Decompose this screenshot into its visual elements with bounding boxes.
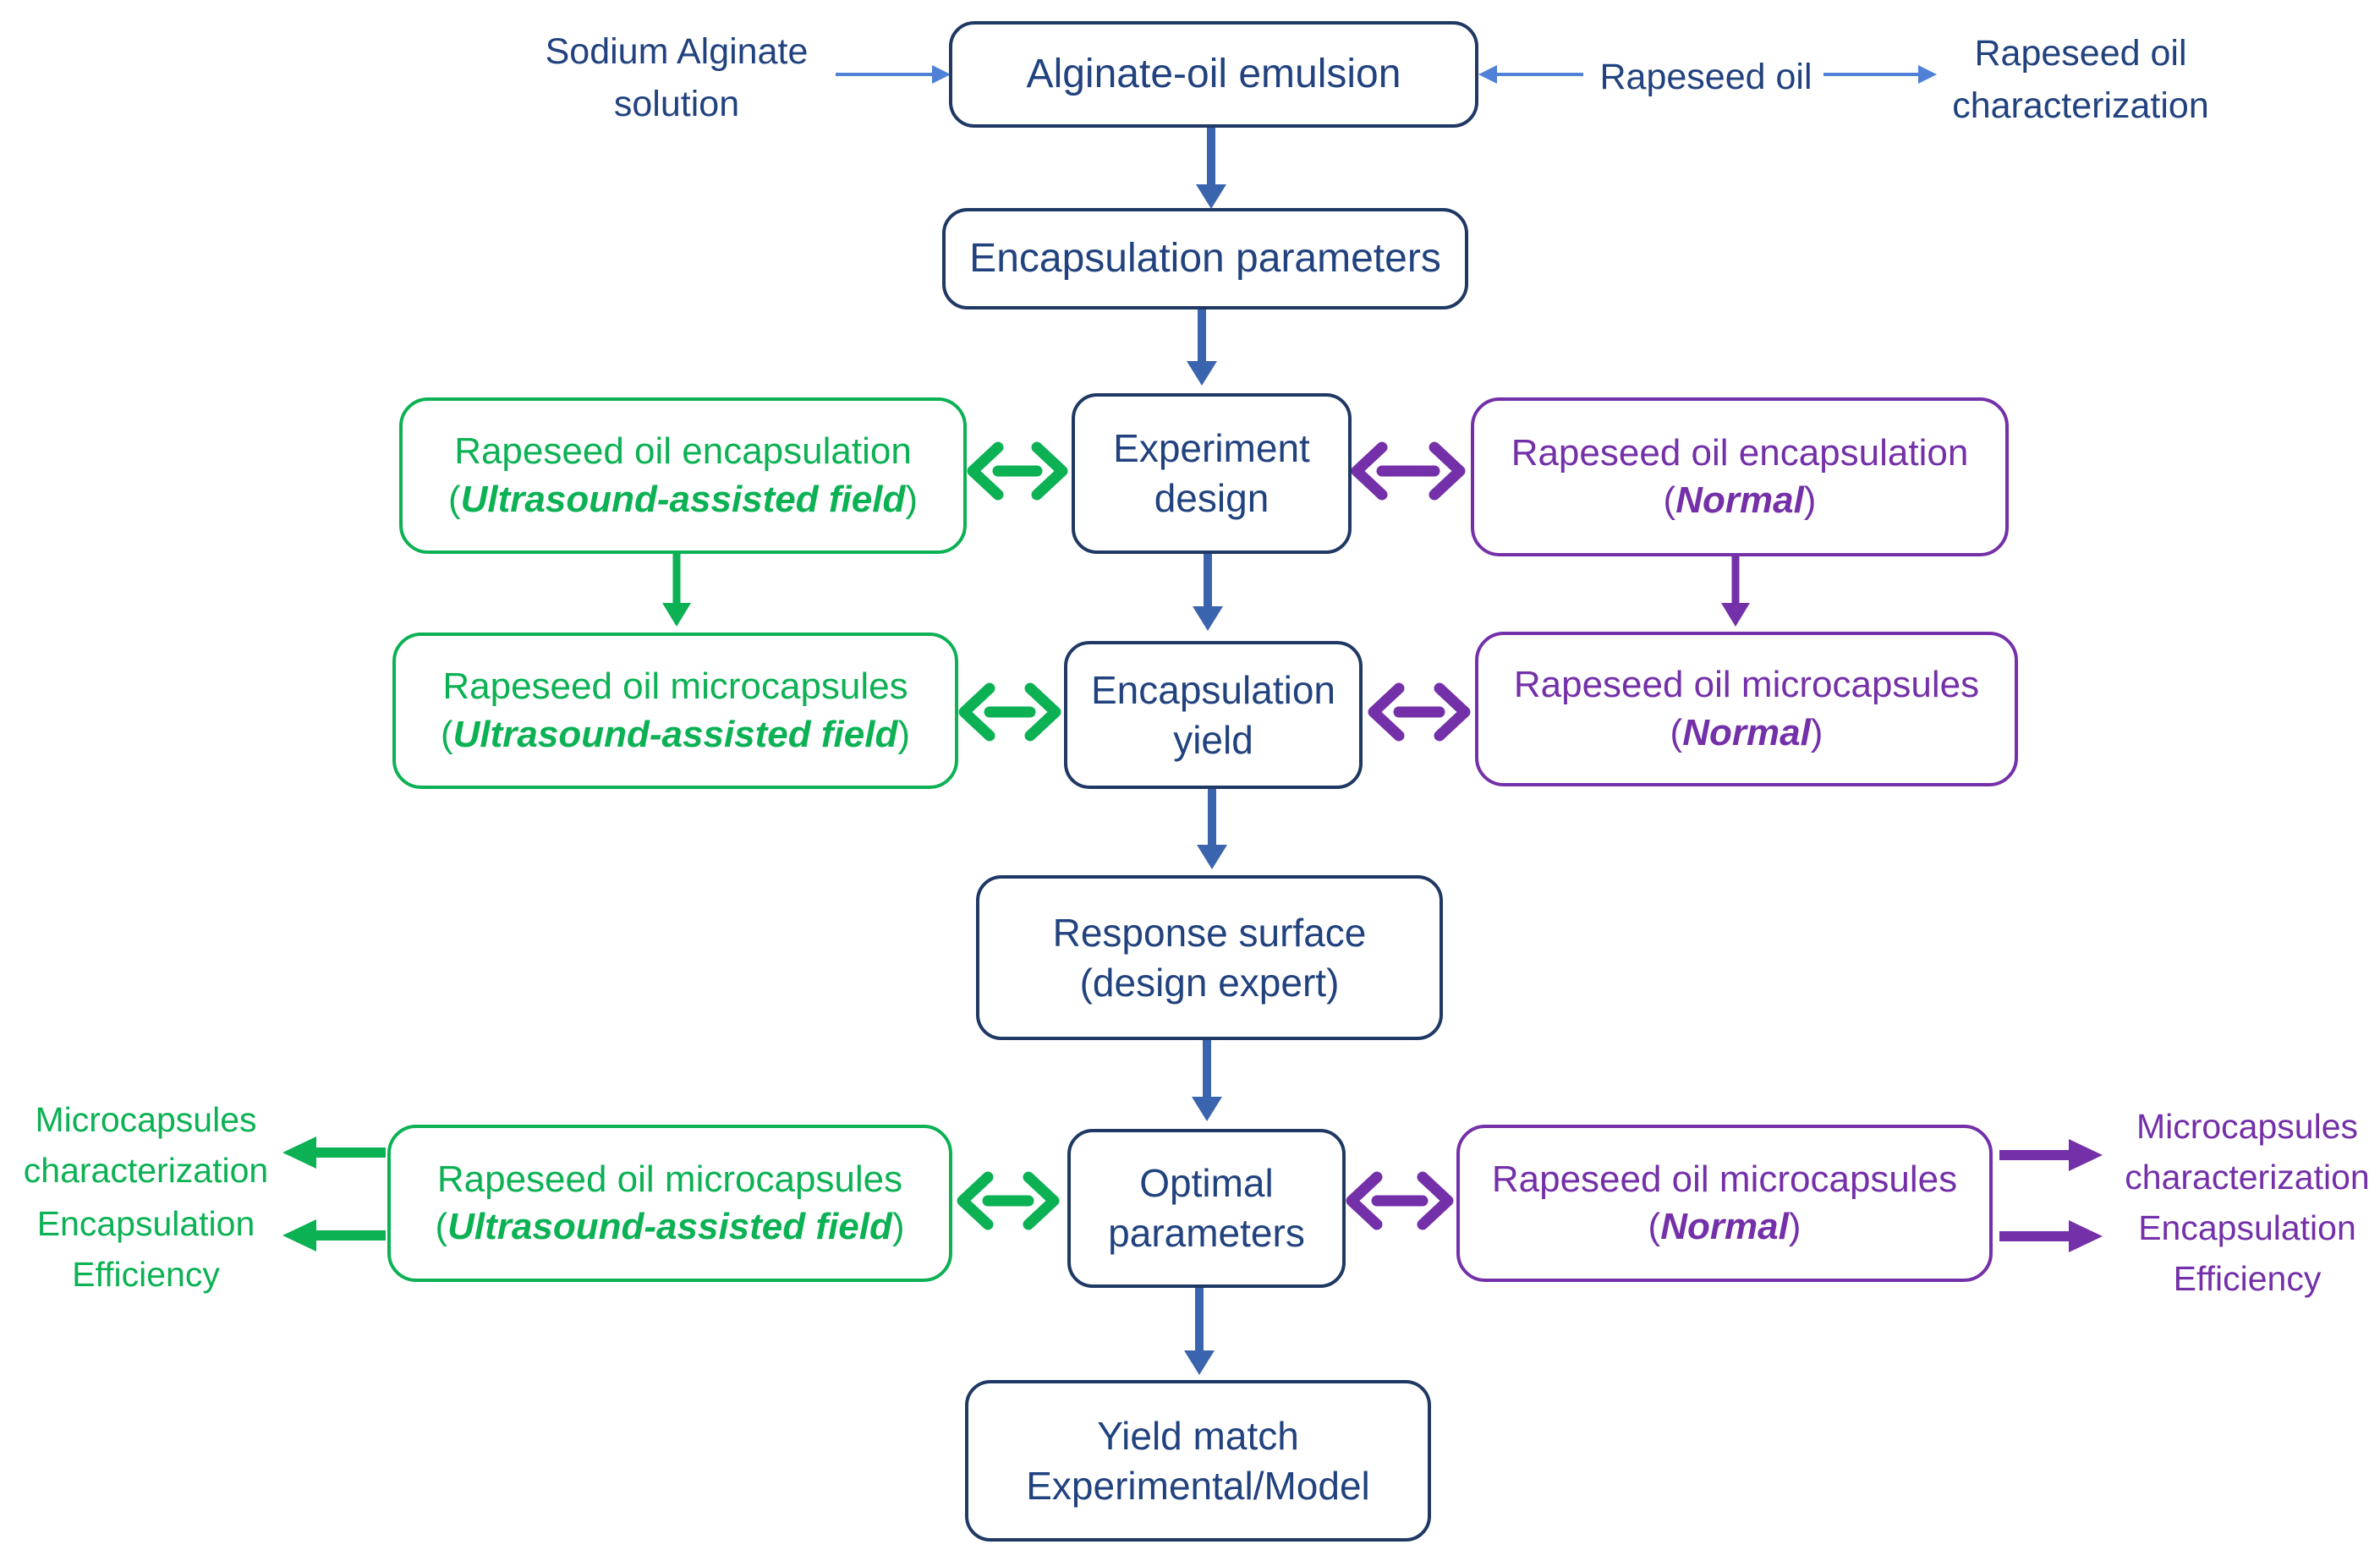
label-line: characterization	[2125, 1158, 2370, 1197]
paren-open: (	[1648, 1206, 1661, 1247]
arrow-green-to-encapsulation-efficiency	[282, 1219, 386, 1252]
node-label-line: Encapsulation	[1091, 667, 1335, 712]
label-line: characterization	[23, 1151, 269, 1190]
arrow-experiment-design-to-yield	[1193, 550, 1223, 631]
node-label-line: (Ultrasound-assisted field)	[441, 711, 910, 759]
arrow-parameters-to-experiment-design	[1187, 306, 1217, 386]
paren-close: )	[891, 1206, 905, 1247]
paren-open: (	[441, 713, 453, 755]
node-label-line: Rapeseed oil encapsulation	[454, 430, 912, 473]
arrow-purple-to-microcapsules-characterization	[1999, 1139, 2103, 1171]
arrow-double-green-experiment-design	[967, 441, 1068, 501]
label-line: solution	[613, 84, 740, 124]
node-label-line: (design expert)	[1079, 960, 1340, 1005]
arrow-response-surface-to-optimal	[1192, 1036, 1222, 1121]
label-line: Rapeseed oil	[1599, 57, 1812, 97]
emphasis-text: Ultrasound-assisted field	[452, 713, 898, 755]
node-label-line: (Ultrasound-assisted field)	[436, 1203, 905, 1251]
arrow-rapeseed-oil-to-characterization	[1823, 65, 1937, 84]
node-label-line: (Ultrasound-assisted field)	[448, 476, 918, 523]
node-green-rapeseed-oil-microcapsules: Rapeseed oil microcapsules (Ultrasound-a…	[392, 633, 958, 789]
arrow-rapeseed-oil-to-emulsion	[1478, 65, 1583, 84]
paren-close: )	[905, 478, 918, 520]
paren-open: (	[435, 1206, 448, 1247]
node-purple-rapeseed-oil-encapsulation: Rapeseed oil encapsulation (Normal)	[1471, 397, 2009, 556]
node-green-rapeseed-oil-microcapsules-optimal: Rapeseed oil microcapsules (Ultrasound-a…	[387, 1125, 952, 1282]
arrow-double-purple-optimal-parameters	[1346, 1171, 1454, 1230]
label-purple-microcapsules-characterization: Microcapsules characterization	[2108, 1101, 2380, 1202]
node-label-line: Optimal	[1139, 1161, 1274, 1206]
paren-close: )	[1788, 1206, 1801, 1247]
label-line: Efficiency	[72, 1255, 220, 1294]
emphasis-text: Ultrasound-assisted field	[447, 1206, 892, 1247]
paren-open: (	[1663, 479, 1676, 521]
node-label-line: (Normal)	[1648, 1203, 1801, 1251]
label-rapeseed-oil-characterization: Rapeseed oil characterization	[1937, 27, 2224, 132]
label-line: Encapsulation	[2138, 1208, 2356, 1247]
label-line: Encapsulation	[36, 1204, 255, 1243]
label-rapeseed-oil: Rapeseed oil	[1583, 51, 1829, 103]
node-purple-rapeseed-oil-microcapsules-optimal: Rapeseed oil microcapsules (Normal)	[1456, 1125, 1993, 1282]
arrow-purple-encapsulation-to-microcapsules	[1721, 552, 1750, 627]
arrow-sodium-alginate-to-emulsion	[836, 65, 951, 84]
node-label-line: Response surface	[1052, 910, 1367, 955]
paren-open: (	[1670, 711, 1683, 753]
node-encapsulation-parameters: Encapsulation parameters	[942, 208, 1468, 309]
node-label-line: yield	[1173, 717, 1253, 762]
paren-close: )	[1803, 479, 1817, 521]
emphasis-text: Normal	[1660, 1206, 1789, 1247]
node-encapsulation-yield: Encapsulation yield	[1064, 641, 1363, 789]
node-label-line: design	[1154, 476, 1270, 520]
arrow-yield-to-response-surface	[1197, 788, 1227, 869]
label-line: Microcapsules	[35, 1100, 257, 1139]
node-label-line: Rapeseed oil microcapsules	[1513, 664, 1980, 706]
label-line: Sodium Alginate	[545, 31, 809, 72]
node-optimal-parameters: Optimal parameters	[1067, 1129, 1346, 1288]
arrow-optimal-to-yield-match	[1184, 1285, 1215, 1375]
arrow-double-purple-experiment-design	[1351, 441, 1466, 501]
node-green-rapeseed-oil-encapsulation: Rapeseed oil encapsulation (Ultrasound-a…	[399, 397, 967, 554]
arrow-emulsion-to-parameters	[1196, 127, 1226, 209]
label-green-microcapsules-characterization: Microcapsules characterization	[4, 1094, 288, 1196]
node-label-line: Experiment	[1113, 426, 1310, 471]
node-label-line: Rapeseed oil encapsulation	[1511, 431, 1969, 474]
node-label-line: (Normal)	[1664, 477, 1817, 524]
emphasis-text: Normal	[1682, 711, 1811, 753]
node-purple-rapeseed-oil-microcapsules: Rapeseed oil microcapsules (Normal)	[1475, 632, 2018, 786]
node-label-line: Yield match	[1097, 1413, 1299, 1458]
node-label-line: Rapeseed oil microcapsules	[442, 665, 908, 708]
label-green-encapsulation-efficiency: Encapsulation Efficiency	[4, 1198, 288, 1300]
label-line: characterization	[1952, 85, 2209, 126]
paren-close: )	[1810, 711, 1823, 753]
node-response-surface: Response surface (design expert)	[976, 875, 1443, 1040]
node-alginate-oil-emulsion: Alginate-oil emulsion	[949, 21, 1478, 128]
label-purple-encapsulation-efficiency: Encapsulation Efficiency	[2108, 1202, 2380, 1304]
node-label-line: parameters	[1108, 1211, 1305, 1255]
node-experiment-design: Experiment design	[1072, 393, 1352, 554]
arrow-green-to-microcapsules-characterization	[282, 1136, 386, 1169]
emphasis-text: Normal	[1675, 479, 1804, 521]
label-line: Efficiency	[2173, 1259, 2322, 1298]
node-yield-match: Yield match Experimental/Model	[965, 1380, 1431, 1542]
label-line: Microcapsules	[2136, 1107, 2359, 1146]
node-label-line: Rapeseed oil microcapsules	[436, 1158, 903, 1200]
arrow-double-green-encapsulation-yield	[958, 682, 1061, 742]
node-label: Alginate-oil emulsion	[1026, 52, 1401, 97]
arrow-green-encapsulation-to-microcapsules	[662, 550, 691, 627]
node-label-line: Experimental/Model	[1026, 1463, 1370, 1508]
label-sodium-alginate-solution: Sodium Alginate solution	[507, 25, 846, 130]
paren-open: (	[448, 478, 461, 520]
emphasis-text: Ultrasound-assisted field	[460, 478, 906, 520]
arrow-double-green-optimal-parameters	[957, 1171, 1060, 1230]
arrow-purple-to-encapsulation-efficiency	[1999, 1220, 2103, 1252]
label-line: Rapeseed oil	[1974, 33, 2187, 74]
paren-close: )	[897, 713, 910, 755]
node-label-line: (Normal)	[1670, 709, 1823, 757]
node-label-line: Rapeseed oil microcapsules	[1491, 1158, 1958, 1200]
arrow-double-purple-encapsulation-yield	[1368, 682, 1471, 742]
node-label: Encapsulation parameters	[969, 236, 1441, 282]
